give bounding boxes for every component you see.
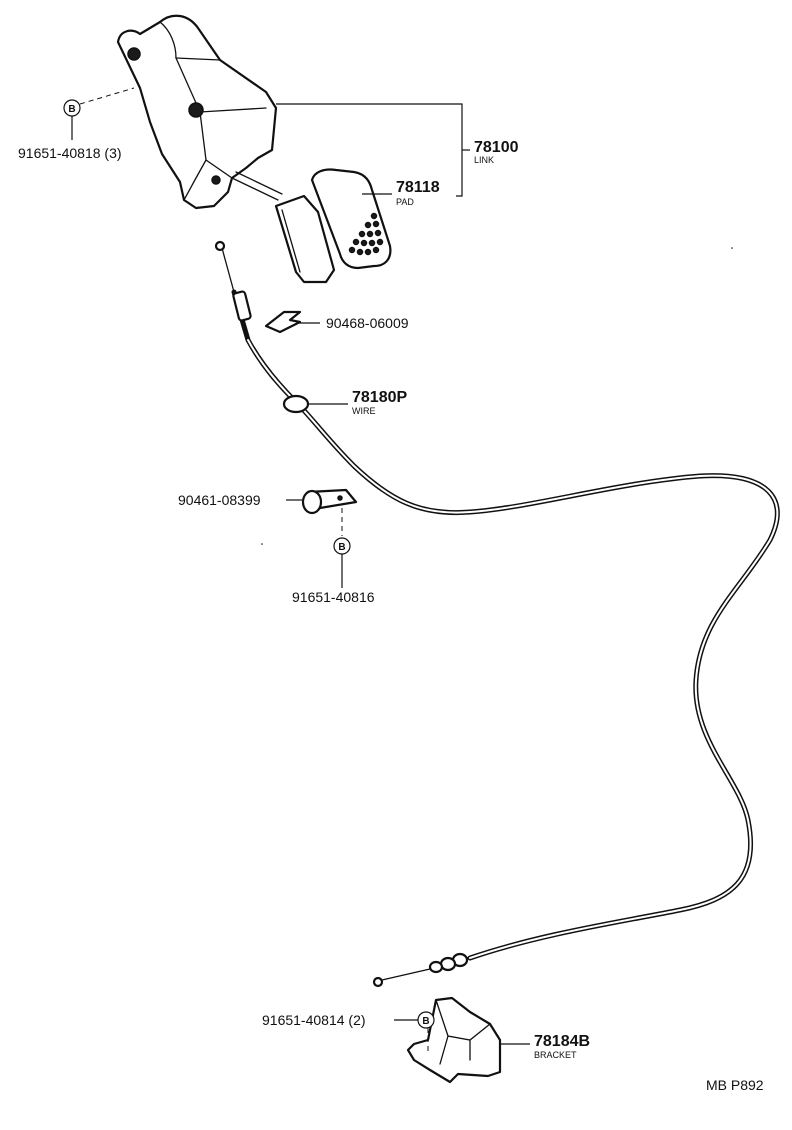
pad-part-name: PAD bbox=[396, 197, 414, 207]
bolt-bottom-part-number: 91651-40814 (2) bbox=[262, 1012, 366, 1028]
cable-clip bbox=[264, 310, 320, 334]
bolt-top-marker: B bbox=[63, 87, 135, 140]
pedal-arm-pad bbox=[274, 194, 336, 284]
bolt-top-part-number: 91651-40818 (3) bbox=[18, 145, 122, 161]
cable-wire bbox=[214, 240, 780, 988]
bolt-mid-part-number: 91651-40816 bbox=[292, 589, 375, 605]
pad-part-number: 78118 bbox=[396, 179, 440, 196]
clamp-part-number: 90461-08399 bbox=[178, 492, 261, 508]
bracket bbox=[406, 996, 530, 1084]
bolt-bottom-marker: B bbox=[394, 1011, 435, 1029]
bracket-part-number: 78184B bbox=[534, 1033, 590, 1050]
link-assembly bbox=[116, 14, 283, 210]
svg-text:B: B bbox=[422, 1016, 429, 1027]
diagram-code: MB P892 bbox=[706, 1077, 764, 1093]
svg-text:B: B bbox=[338, 542, 345, 553]
wire-part-number: 78180P bbox=[352, 389, 407, 406]
pad-texture-dots bbox=[348, 212, 384, 256]
link-part-number: 78100 bbox=[474, 139, 519, 156]
cable-clamp: B bbox=[286, 488, 358, 588]
clip-part-number: 90468-06009 bbox=[326, 315, 409, 331]
svg-text:B: B bbox=[68, 104, 75, 115]
wire-part-name: WIRE bbox=[352, 406, 376, 416]
link-part-name: LINK bbox=[474, 155, 494, 165]
bracket-part-name: BRACKET bbox=[534, 1050, 577, 1060]
link-pad-leaders bbox=[276, 103, 470, 197]
